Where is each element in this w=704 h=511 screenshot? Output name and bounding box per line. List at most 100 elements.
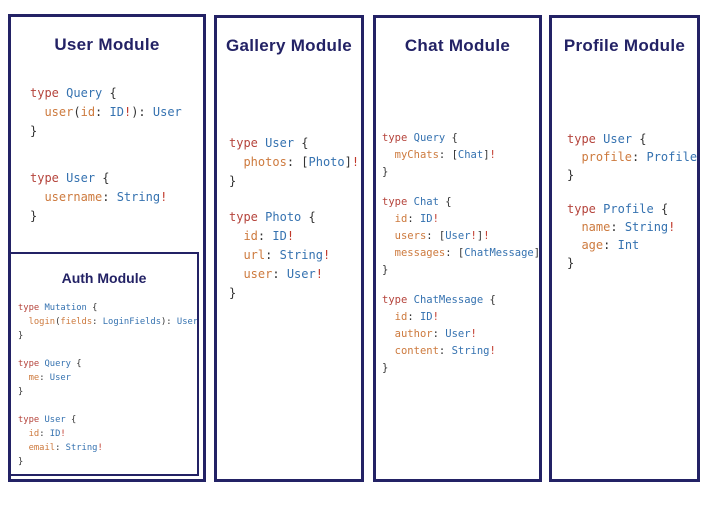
code-token: ]: [533, 247, 541, 259]
code-token: :: [603, 238, 618, 252]
code-token: [18, 373, 29, 383]
code-token: Query: [66, 86, 103, 100]
graphql-code-block: type Query { user(id: ID!): User}: [30, 84, 203, 141]
code-token: Chat: [413, 196, 439, 208]
code-line: }: [382, 262, 539, 279]
code-line: messages: [ChatMessage]!: [382, 245, 539, 262]
code-token: !: [470, 230, 477, 242]
code-line: type User {: [30, 169, 203, 188]
code-token: Profile: [646, 150, 698, 164]
code-token: [382, 230, 395, 242]
code-token: String: [65, 443, 98, 453]
graphql-code-block: type Photo { id: ID! url: String! user: …: [229, 208, 361, 303]
code-token: LoginFields: [102, 317, 162, 327]
module-card-chat: Chat Module type Query { myChats: [Chat]…: [373, 15, 542, 482]
code-token: users: [394, 230, 427, 242]
graphql-code-block: type Profile { name: String! age: Int}: [567, 200, 697, 272]
code-token: User: [286, 267, 316, 281]
code-token: type: [382, 196, 408, 208]
module-title-gallery: Gallery Module: [225, 36, 353, 55]
code-token: !: [432, 213, 439, 225]
graphql-code-block: type User { photos: [Photo]!}: [229, 134, 361, 191]
code-token: :: [39, 429, 50, 439]
code-token: :: [265, 248, 280, 262]
code-line: }: [567, 166, 697, 184]
code-line: type Query {: [30, 84, 203, 103]
code-token: [567, 150, 581, 164]
code-line: email: String!: [18, 441, 197, 455]
code-token: Query: [413, 132, 446, 144]
code-token: author: [394, 328, 433, 340]
code-line: type Photo {: [229, 208, 361, 227]
code-token: id: [394, 311, 408, 323]
code-token: :: [39, 373, 50, 383]
code-line: type Query {: [382, 130, 539, 147]
code-token: content: [394, 345, 439, 357]
code-token: fields: [60, 317, 93, 327]
code-token: Mutation: [44, 303, 87, 313]
code-token: : [: [286, 155, 309, 169]
code-token: url: [243, 248, 266, 262]
code-token: {: [653, 202, 669, 216]
code-line: type Profile {: [567, 200, 697, 218]
code-line: }: [18, 455, 197, 469]
code-line: id: ID!: [382, 309, 539, 326]
module-title-user: User Module: [54, 35, 160, 54]
code-token: :: [407, 311, 420, 323]
code-token: id: [243, 229, 258, 243]
code-token: {: [632, 132, 647, 146]
code-token: :: [438, 345, 452, 357]
code-token: : [: [438, 149, 458, 161]
code-token: User: [49, 373, 71, 383]
code-token: [382, 311, 395, 323]
module-card-gallery: Gallery Module type User { photos: [Phot…: [214, 15, 364, 482]
code-token: type: [382, 294, 408, 306]
code-line: age: Int: [567, 236, 697, 254]
module-card-user: User Module type Query { user(id: ID!): …: [8, 14, 206, 482]
code-token: String: [624, 220, 669, 234]
code-token: :: [610, 220, 625, 234]
code-token: User: [445, 230, 471, 242]
code-token: photos: [243, 155, 287, 169]
code-token: }: [382, 166, 389, 178]
code-line: name: String!: [567, 218, 697, 236]
code-token: !: [489, 345, 496, 357]
code-token: messages: [394, 247, 446, 259]
code-token: ID: [109, 105, 124, 119]
module-card-profile: Profile Module type User { profile: Prof…: [549, 15, 700, 482]
code-line: url: String!: [229, 246, 361, 265]
code-line: }: [30, 207, 203, 226]
code-token: ChatMessage: [464, 247, 534, 259]
code-token: user: [44, 105, 74, 119]
code-token: email: [28, 443, 56, 453]
code-token: id: [394, 213, 408, 225]
code-token: {: [483, 294, 496, 306]
code-token: }: [30, 124, 38, 138]
code-line: }: [382, 164, 539, 181]
graphql-code-block: type Chat { id: ID! users: [User!]! mess…: [382, 194, 539, 279]
code-line: users: [User!]!: [382, 228, 539, 245]
code-token: type: [229, 210, 258, 224]
code-token: !: [540, 247, 542, 259]
code-token: :: [55, 443, 66, 453]
code-line: user: User!: [229, 265, 361, 284]
code-token: :: [95, 105, 110, 119]
code-token: User: [445, 328, 471, 340]
code-token: !: [470, 328, 477, 340]
code-token: }: [567, 168, 575, 182]
code-token: id: [80, 105, 96, 119]
code-token: Photo: [308, 155, 345, 169]
code-line: }: [18, 329, 197, 343]
code-line: type User {: [18, 413, 197, 427]
code-token: [229, 267, 243, 281]
code-token: }: [567, 256, 575, 270]
code-token: : [: [445, 247, 465, 259]
code-token: myChats: [394, 149, 439, 161]
code-token: {: [102, 86, 117, 100]
code-token: !: [97, 443, 103, 453]
code-token: :: [632, 150, 647, 164]
code-area-auth: type Mutation { login(fields: LoginField…: [11, 287, 197, 469]
graphql-code-block: type Query { myChats: [Chat]!}: [382, 130, 539, 181]
code-token: ):: [131, 105, 153, 119]
code-token: !: [697, 150, 700, 164]
